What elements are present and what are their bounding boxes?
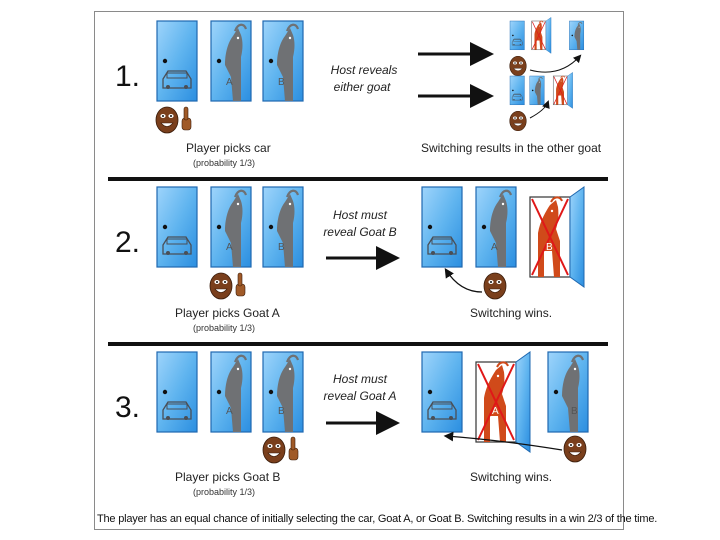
probability-label: (probability 1/3)	[193, 487, 256, 497]
door-goat-a	[474, 185, 518, 269]
door-letter: A	[226, 242, 233, 253]
player-pick-label: Player picks Goat B	[175, 470, 281, 484]
door-letter: B	[278, 406, 285, 417]
row-3-doors: A B	[156, 350, 305, 464]
row-1-outcome-top	[509, 17, 585, 77]
door-letter: B	[546, 242, 553, 253]
row-number: 3.	[115, 391, 141, 424]
probability-label: (probability 1/3)	[193, 158, 256, 168]
row-2-outcome: A B	[421, 185, 585, 300]
switch-arrow-icon	[444, 267, 483, 293]
player-face-icon	[509, 55, 527, 77]
row-1-doors: A B	[155, 19, 305, 134]
footer-caption: The player has an equal chance of initia…	[97, 513, 658, 525]
result-label: Switching wins.	[470, 470, 553, 484]
host-label: Host reveals	[330, 63, 398, 77]
probability-label: (probability 1/3)	[193, 323, 256, 333]
pointing-hand-icon	[288, 436, 299, 461]
switch-arrow-icon	[529, 54, 582, 73]
door-goat-b	[261, 19, 305, 103]
switch-arrow-icon	[443, 431, 563, 451]
result-label: Switching wins.	[470, 306, 553, 320]
row-number: 1.	[115, 60, 141, 93]
player-face-icon	[155, 106, 179, 134]
door-letter: A	[226, 77, 233, 88]
result-label: Switching results in the other goat	[421, 141, 602, 155]
door-goat-a	[209, 185, 253, 269]
door-letter: B	[278, 77, 285, 88]
door-open-goat-b	[529, 186, 585, 288]
door-letter: B	[278, 242, 285, 253]
host-label: reveal Goat A	[323, 389, 397, 403]
pointing-hand-icon	[235, 272, 246, 297]
switch-arrow-icon	[529, 100, 550, 119]
door-letter: B	[571, 406, 578, 417]
row-2-doors: A B	[156, 185, 305, 300]
door-car	[421, 186, 463, 268]
pointing-hand-icon	[181, 106, 192, 131]
player-face-icon	[509, 110, 527, 132]
door-car	[421, 351, 463, 433]
door-goat-b	[261, 185, 305, 269]
door-goat-a	[209, 19, 253, 103]
door-letter: A	[492, 406, 499, 417]
door-car	[156, 351, 198, 433]
door-car	[156, 20, 198, 102]
player-pick-label: Player picks Goat A	[175, 306, 280, 320]
host-label: reveal Goat B	[323, 225, 397, 239]
host-label: Host must	[332, 372, 388, 386]
player-face-icon	[563, 435, 587, 463]
door-letter: A	[226, 406, 233, 417]
row-separator	[108, 177, 608, 181]
door-car	[156, 186, 198, 268]
player-face-icon	[209, 272, 233, 300]
door-goat-b	[261, 350, 305, 434]
player-pick-label: Player picks car	[186, 141, 271, 155]
player-face-icon	[262, 436, 286, 464]
player-face-icon	[483, 272, 507, 300]
door-goat-a	[209, 350, 253, 434]
host-label: either goat	[333, 80, 391, 94]
door-goat-b	[546, 350, 590, 434]
door-letter: A	[491, 242, 498, 253]
row-separator	[108, 342, 608, 346]
door-open-goat-a	[475, 351, 531, 453]
row-number: 2.	[115, 226, 141, 259]
row-3-outcome: A B	[421, 350, 590, 463]
row-1-outcome-bottom	[509, 72, 574, 132]
host-label: Host must	[332, 208, 388, 222]
